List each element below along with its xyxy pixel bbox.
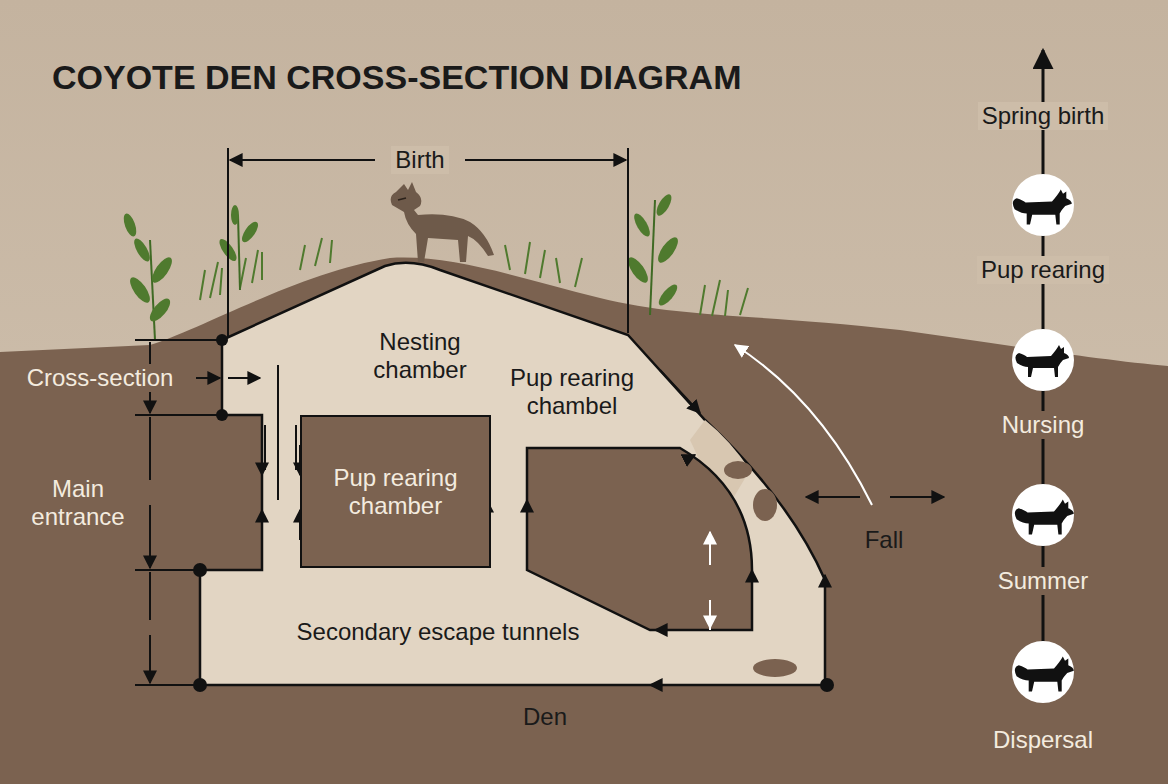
ground — [0, 258, 1168, 784]
birth-dimension — [228, 148, 628, 338]
debris — [753, 489, 777, 521]
chamber-box: Pup rearing chamber — [300, 415, 491, 568]
diagram-title: COYOTE DEN CROSS-SECTION DIAGRAM — [52, 58, 741, 97]
coyote — [391, 182, 494, 262]
dimension-label: Birth — [391, 146, 448, 174]
den-tunnels — [200, 263, 825, 685]
chamber-label: Pup rearing chambel — [488, 364, 656, 419]
debris — [753, 659, 797, 677]
corner-dots — [193, 334, 834, 692]
ground-block — [527, 448, 752, 630]
den-label: Den — [519, 703, 571, 731]
timeline-label: Pup rearing — [977, 256, 1109, 284]
timeline-label: Dispersal — [989, 726, 1097, 754]
timeline — [1012, 50, 1074, 703]
chamber-label: Nesting chamber — [336, 328, 504, 383]
entrance-label: Main entrance — [9, 475, 147, 530]
timeline-label: Summer — [994, 567, 1093, 595]
timeline-label: Spring birth — [978, 102, 1109, 130]
timeline-label: Nursing — [998, 411, 1089, 439]
white-arrows — [710, 345, 944, 630]
tunnel-label: Secondary escape tunnels — [293, 618, 584, 646]
season-label: Fall — [861, 526, 908, 554]
chamber-label: Pup rearing chamber — [312, 464, 479, 519]
dimension-label: Cross-section — [23, 364, 178, 392]
debris — [724, 461, 752, 479]
